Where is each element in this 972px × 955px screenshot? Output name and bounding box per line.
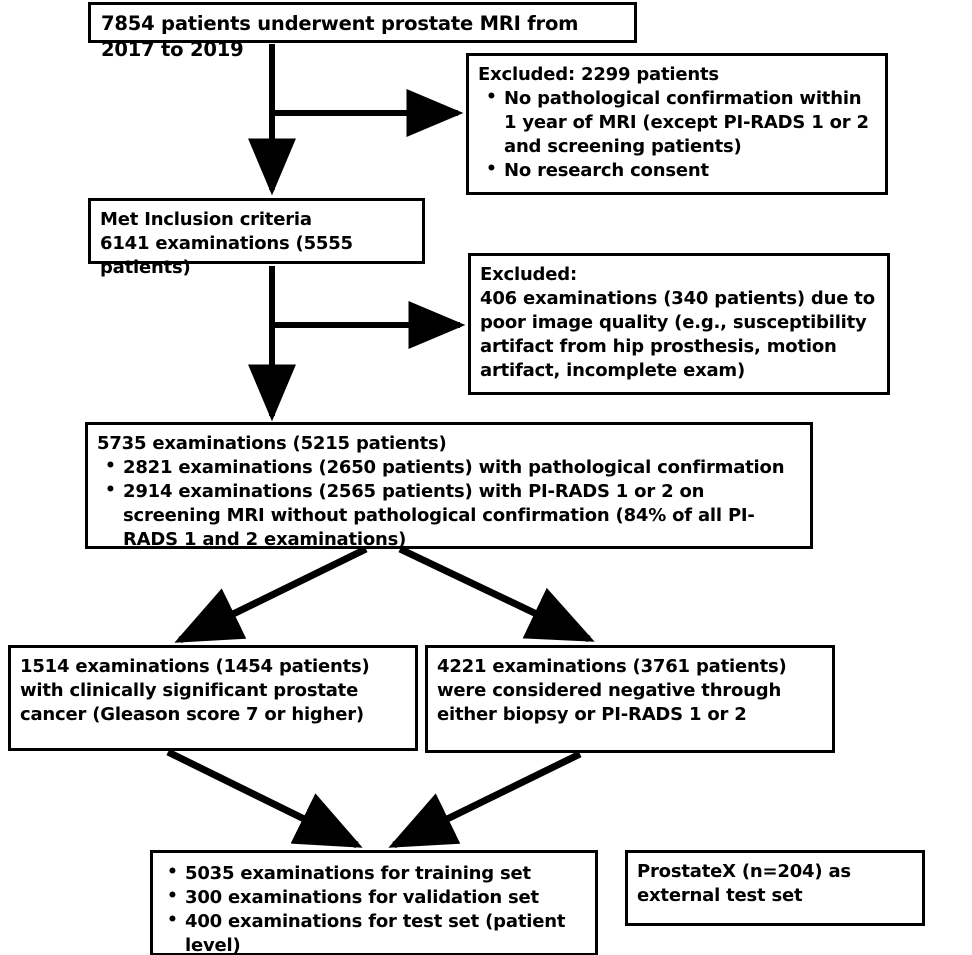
excluded-1-bullet: No research consent — [478, 158, 876, 183]
node-considered-negative: 4221 examinations (3761 patients) were c… — [425, 645, 835, 753]
excluded-2-heading: Excluded: — [480, 264, 577, 285]
inclusion-line: Met Inclusion criteria — [100, 209, 312, 230]
excluded-1-heading: Excluded: 2299 patients — [478, 64, 719, 85]
eligible-bullet-list: 2821 examinations (2650 patients) with p… — [97, 455, 801, 552]
splits-bullet-list: 5035 examinations for training set 300 e… — [159, 861, 589, 955]
inclusion-line: 6141 examinations (5555 patients) — [100, 232, 359, 278]
positive-body: 1514 examinations (1454 patients) with c… — [20, 656, 376, 725]
node-clinically-significant-cancer: 1514 examinations (1454 patients) with c… — [8, 645, 418, 751]
eligible-heading: 5735 examinations (5215 patients) — [97, 433, 447, 454]
excluded-1-bullet-list: No pathological confirmation within 1 ye… — [478, 86, 876, 183]
node-dataset-splits: 5035 examinations for training set 300 e… — [150, 850, 598, 955]
enrolled-cohort-line: 7854 patients underwent prostate MRI fro… — [101, 12, 585, 61]
node-excluded-poor-image-quality: Excluded: 406 examinations (340 patients… — [468, 253, 890, 395]
eligible-bullet: 2914 examinations (2565 patients) with P… — [97, 479, 801, 552]
eligible-bullet: 2821 examinations (2650 patients) with p… — [97, 455, 801, 480]
splits-bullet: 5035 examinations for training set — [159, 861, 589, 886]
arrow-eligible-to-negative — [398, 545, 595, 643]
node-excluded-no-confirmation: Excluded: 2299 patients No pathological … — [466, 53, 888, 195]
arrow-positive-to-splits — [166, 748, 363, 849]
node-external-test-set: ProstateX (n=204) as external test set — [625, 850, 925, 926]
excluded-2-body: 406 examinations (340 patients) due to p… — [480, 287, 881, 381]
node-eligible-examinations: 5735 examinations (5215 patients) 2821 e… — [85, 422, 813, 552]
external-body: ProstateX (n=204) as external test set — [637, 861, 857, 906]
arrow-eligible-to-positive — [174, 545, 368, 644]
splits-bullet: 300 examinations for validation set — [159, 885, 589, 910]
negative-body: 4221 examinations (3761 patients) were c… — [437, 656, 793, 725]
excluded-1-bullet: No pathological confirmation within 1 ye… — [478, 86, 876, 159]
arrow-negative-to-splits — [388, 750, 582, 849]
node-met-inclusion-criteria: Met Inclusion criteria 6141 examinations… — [88, 198, 425, 278]
splits-bullet: 400 examinations for test set (patient l… — [159, 909, 589, 955]
node-enrolled-cohort: 7854 patients underwent prostate MRI fro… — [88, 2, 637, 61]
